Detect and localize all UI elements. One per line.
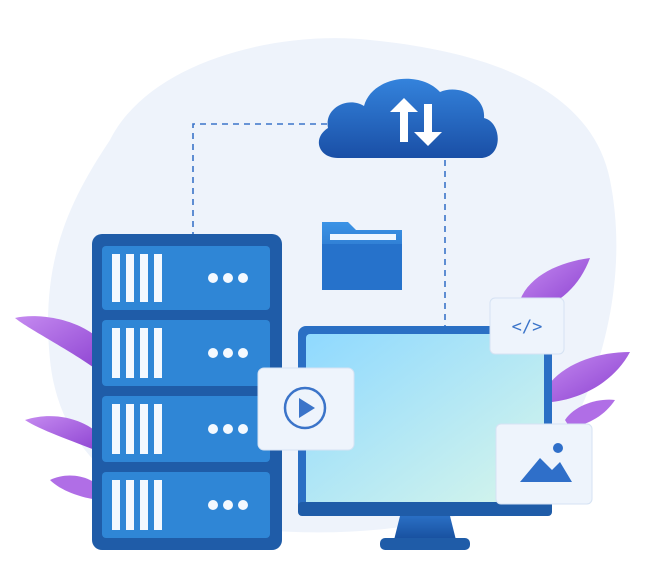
leaf-icon bbox=[15, 316, 108, 500]
code-icon: </> bbox=[512, 317, 543, 337]
code-card: </> bbox=[489, 297, 565, 355]
image-icon bbox=[520, 443, 572, 482]
monitor-icon bbox=[298, 326, 552, 550]
cloud-sync-icon bbox=[318, 78, 498, 158]
server-slots bbox=[112, 254, 162, 530]
video-card bbox=[257, 367, 355, 451]
folder-icon bbox=[322, 222, 402, 290]
play-icon bbox=[299, 398, 315, 418]
image-card bbox=[495, 423, 593, 505]
connection-lines bbox=[192, 123, 446, 330]
server-status-dots bbox=[208, 273, 248, 510]
server-rack-icon bbox=[92, 234, 282, 550]
